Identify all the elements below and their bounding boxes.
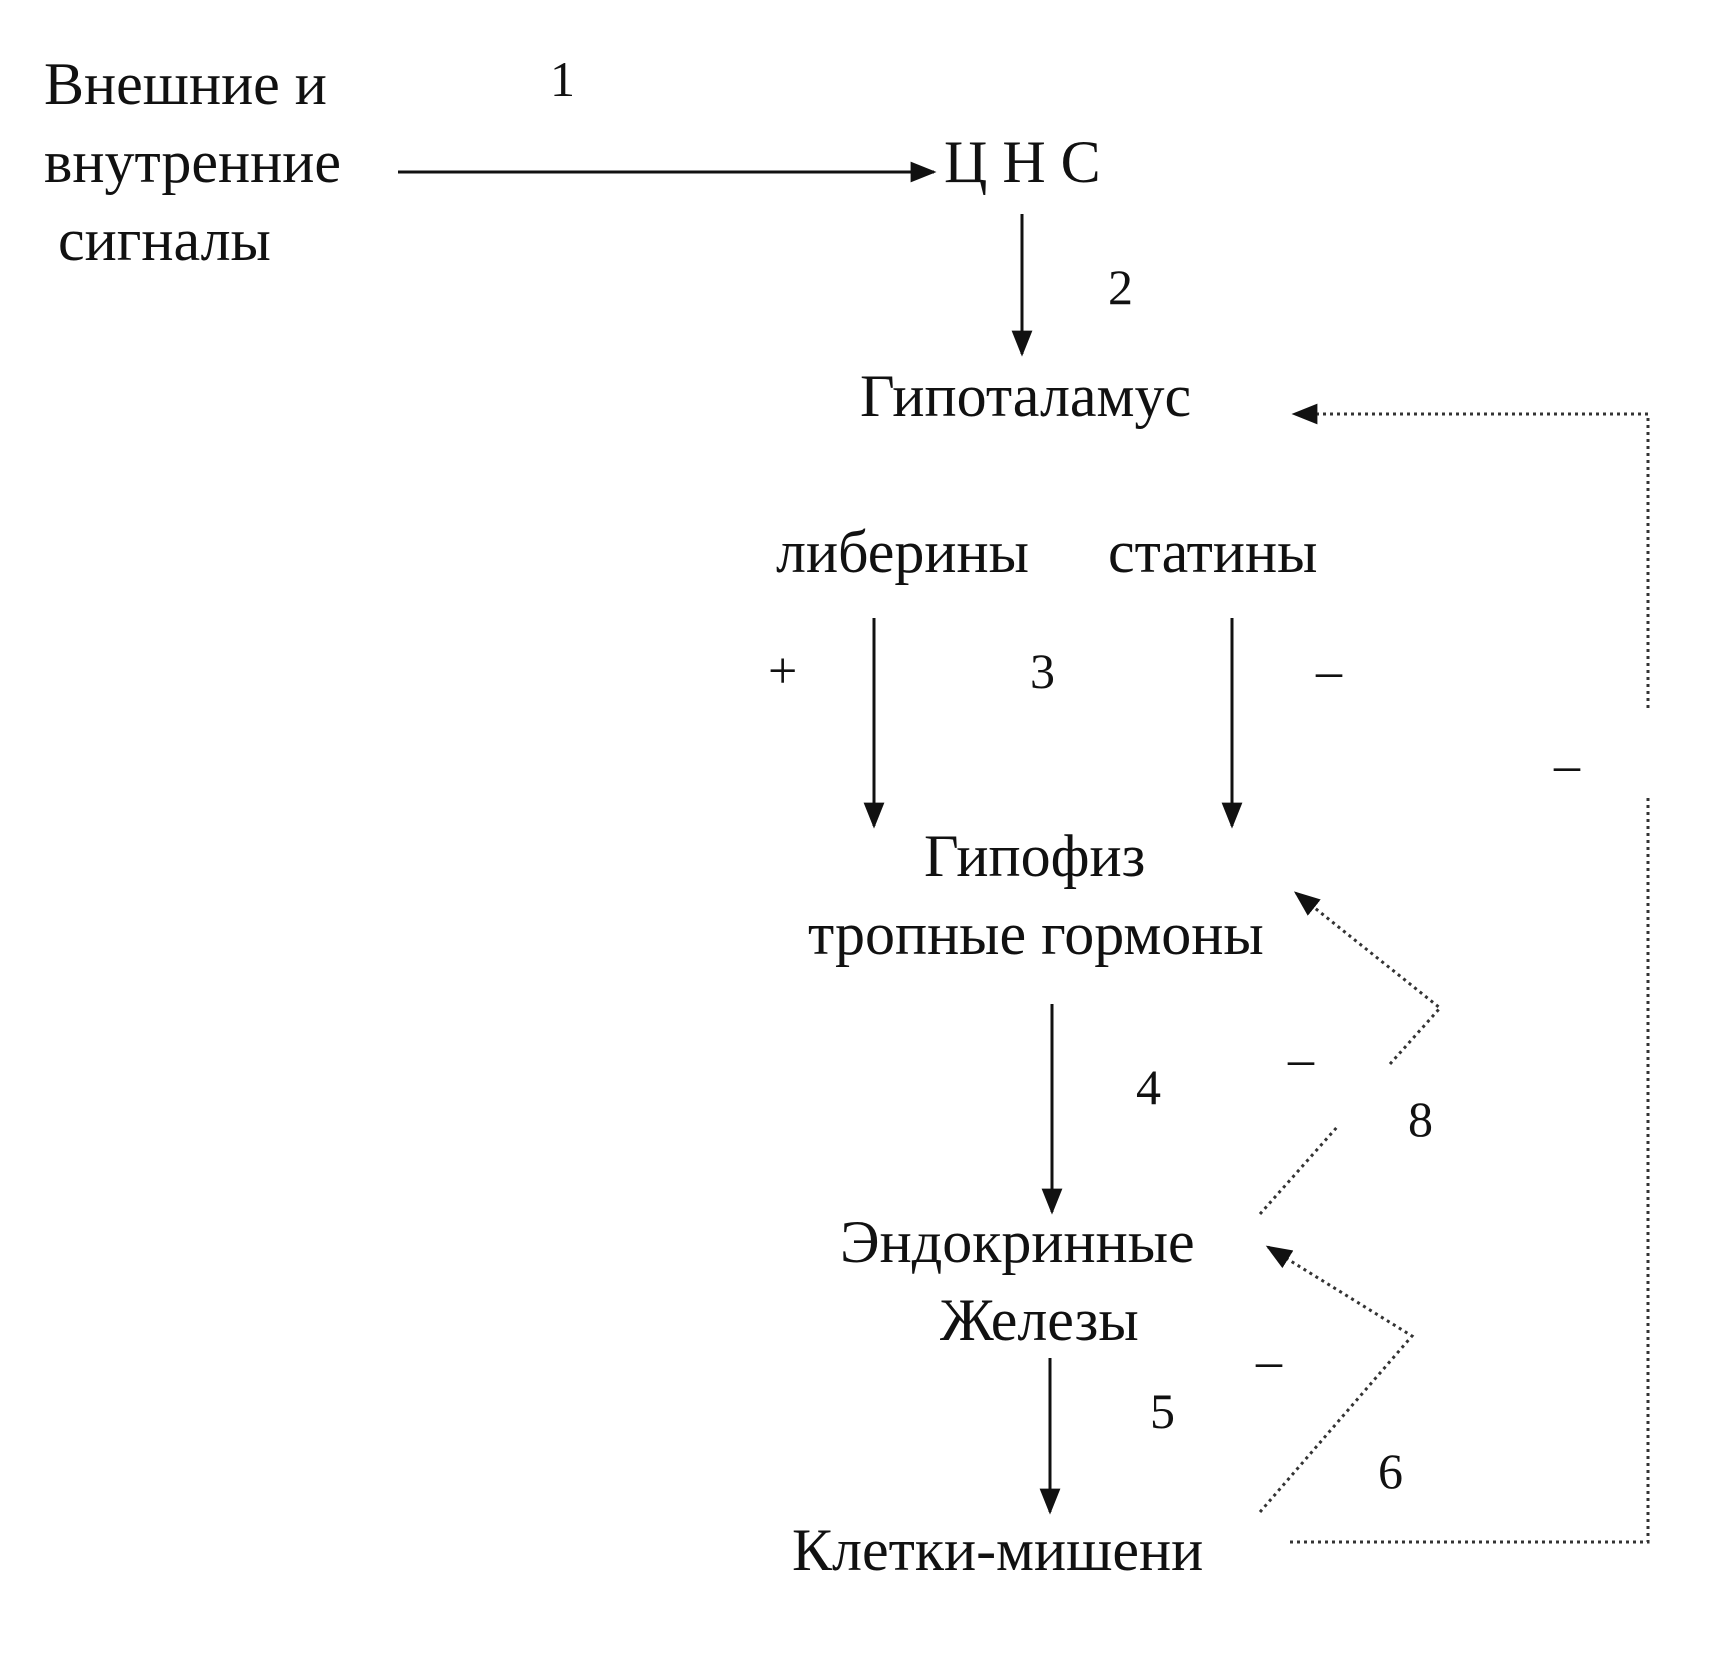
minus-sign-loop-8: – — [1288, 1031, 1314, 1088]
step-number-8: 8 — [1408, 1091, 1433, 1147]
signals-line-2: внутренние — [44, 129, 341, 195]
cns-node: Ц Н С — [944, 129, 1101, 195]
endocrine-node-line-2: Железы — [940, 1287, 1139, 1353]
signals-line-3: сигналы — [58, 207, 271, 273]
minus-sign-loop-6: – — [1256, 1333, 1282, 1390]
step-number-2: 2 — [1108, 259, 1133, 315]
step-number-5: 5 — [1150, 1383, 1175, 1439]
pituitary-node-subtitle: тропные гормоны — [808, 901, 1264, 967]
minus-sign-long-loop: – — [1554, 737, 1580, 794]
step-number-3: 3 — [1030, 643, 1055, 699]
feedback-loop-top — [1291, 403, 1650, 708]
hypothalamus-node: Гипоталамус — [860, 363, 1192, 429]
feedback-arrow-8-upper — [1293, 891, 1443, 1065]
step-number-4: 4 — [1136, 1059, 1161, 1115]
minus-sign-statins: – — [1316, 643, 1342, 700]
step-number-6: 6 — [1378, 1443, 1403, 1499]
target-cells-node: Клетки-мишени — [792, 1517, 1204, 1583]
feedback-arrow-8 — [1258, 1125, 1340, 1215]
plus-sign-liberins: + — [768, 643, 798, 700]
step-number-1: 1 — [550, 51, 575, 107]
signals-line-1: Внешние и — [44, 51, 327, 117]
liberins-label: либерины — [776, 519, 1029, 585]
pituitary-node-title: Гипофиз — [924, 823, 1146, 889]
endocrine-node-line-1: Эндокринные — [840, 1209, 1195, 1275]
feedback-arrow-6 — [1258, 1245, 1415, 1513]
feedback-loop-bottom — [1290, 798, 1650, 1544]
statins-label: статины — [1108, 519, 1318, 585]
